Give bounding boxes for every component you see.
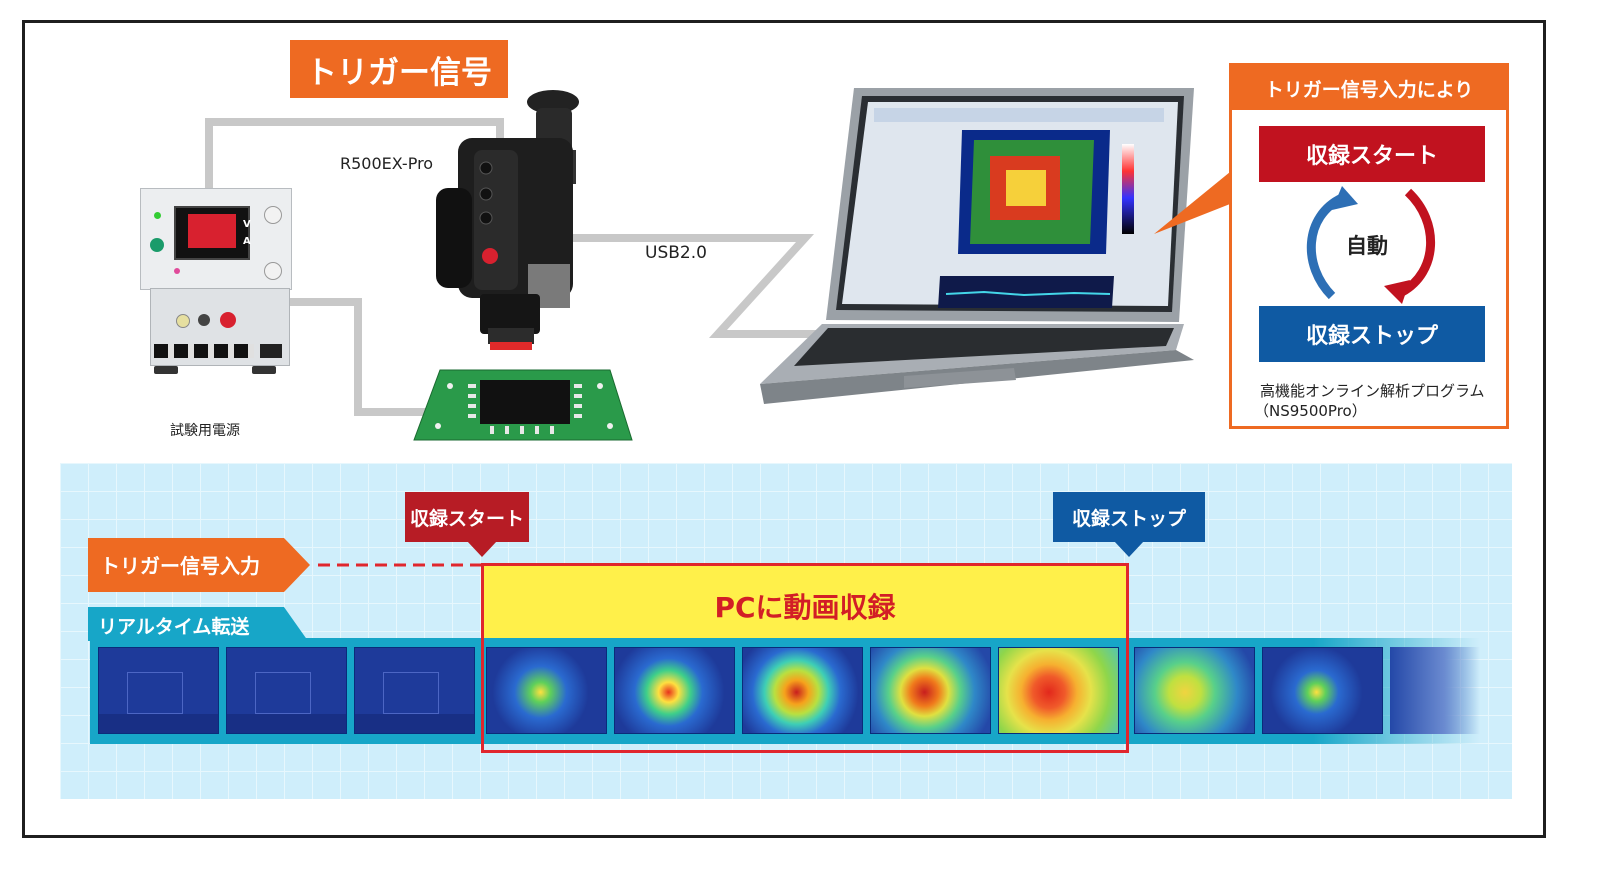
thermal-frame-1 (98, 647, 219, 734)
stop-callout-pointer (1114, 541, 1144, 559)
realtime-label: リアルタイム転送 (98, 612, 249, 639)
thermal-frame-10 (1262, 647, 1383, 734)
thermal-frame-9 (1134, 647, 1255, 734)
timeline-start-callout: 収録スタート (405, 492, 529, 542)
thermal-frame-2 (226, 647, 347, 734)
timeline-stop-callout: 収録ストップ (1053, 492, 1205, 542)
thermal-frame-11 (1390, 647, 1480, 734)
thermal-frame-3 (354, 647, 475, 734)
start-callout-pointer (467, 541, 497, 559)
pc-recording-label: PCに動画収録 (484, 586, 1126, 626)
trigger-input-label: トリガー信号入力 (100, 550, 260, 579)
